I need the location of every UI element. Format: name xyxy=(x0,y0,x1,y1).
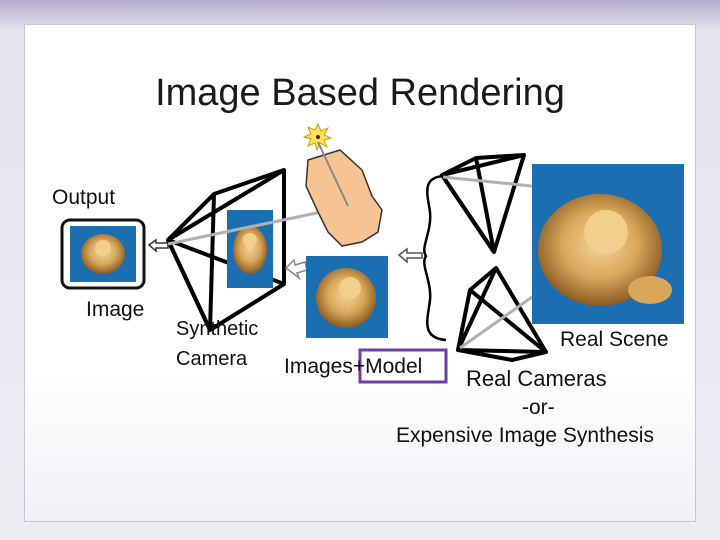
lion-icon xyxy=(81,234,125,274)
or-label: -or- xyxy=(522,396,555,419)
images-model-label: Images+Model xyxy=(284,355,423,378)
synthetic-camera-label-line1: Synthetic xyxy=(176,318,259,340)
synthetic-camera-label-line2: Camera xyxy=(176,348,248,370)
output-label: Output xyxy=(52,186,116,209)
real-camera-bottom xyxy=(456,266,548,362)
arrow-into-synthetic-icon xyxy=(284,258,308,281)
lion-icon xyxy=(538,194,672,306)
slide-title: Image Based Rendering xyxy=(155,72,565,114)
light-ray xyxy=(317,141,349,207)
arrow-from-real-icon xyxy=(397,247,423,264)
real-camera-top xyxy=(440,153,526,254)
lion-icon xyxy=(233,226,267,274)
arrow-to-output-icon xyxy=(147,238,169,253)
curly-brace xyxy=(423,174,447,342)
real-cameras-label: Real Cameras xyxy=(466,366,607,391)
light-source-icon xyxy=(302,122,333,152)
real-scene-label: Real Scene xyxy=(560,328,669,351)
lion-icon xyxy=(316,268,376,328)
image-label: Image xyxy=(86,298,145,321)
synthetic-camera-frustum xyxy=(166,168,286,332)
model-highlight-box xyxy=(358,348,448,384)
expensive-synthesis-label: Expensive Image Synthesis xyxy=(396,424,654,447)
